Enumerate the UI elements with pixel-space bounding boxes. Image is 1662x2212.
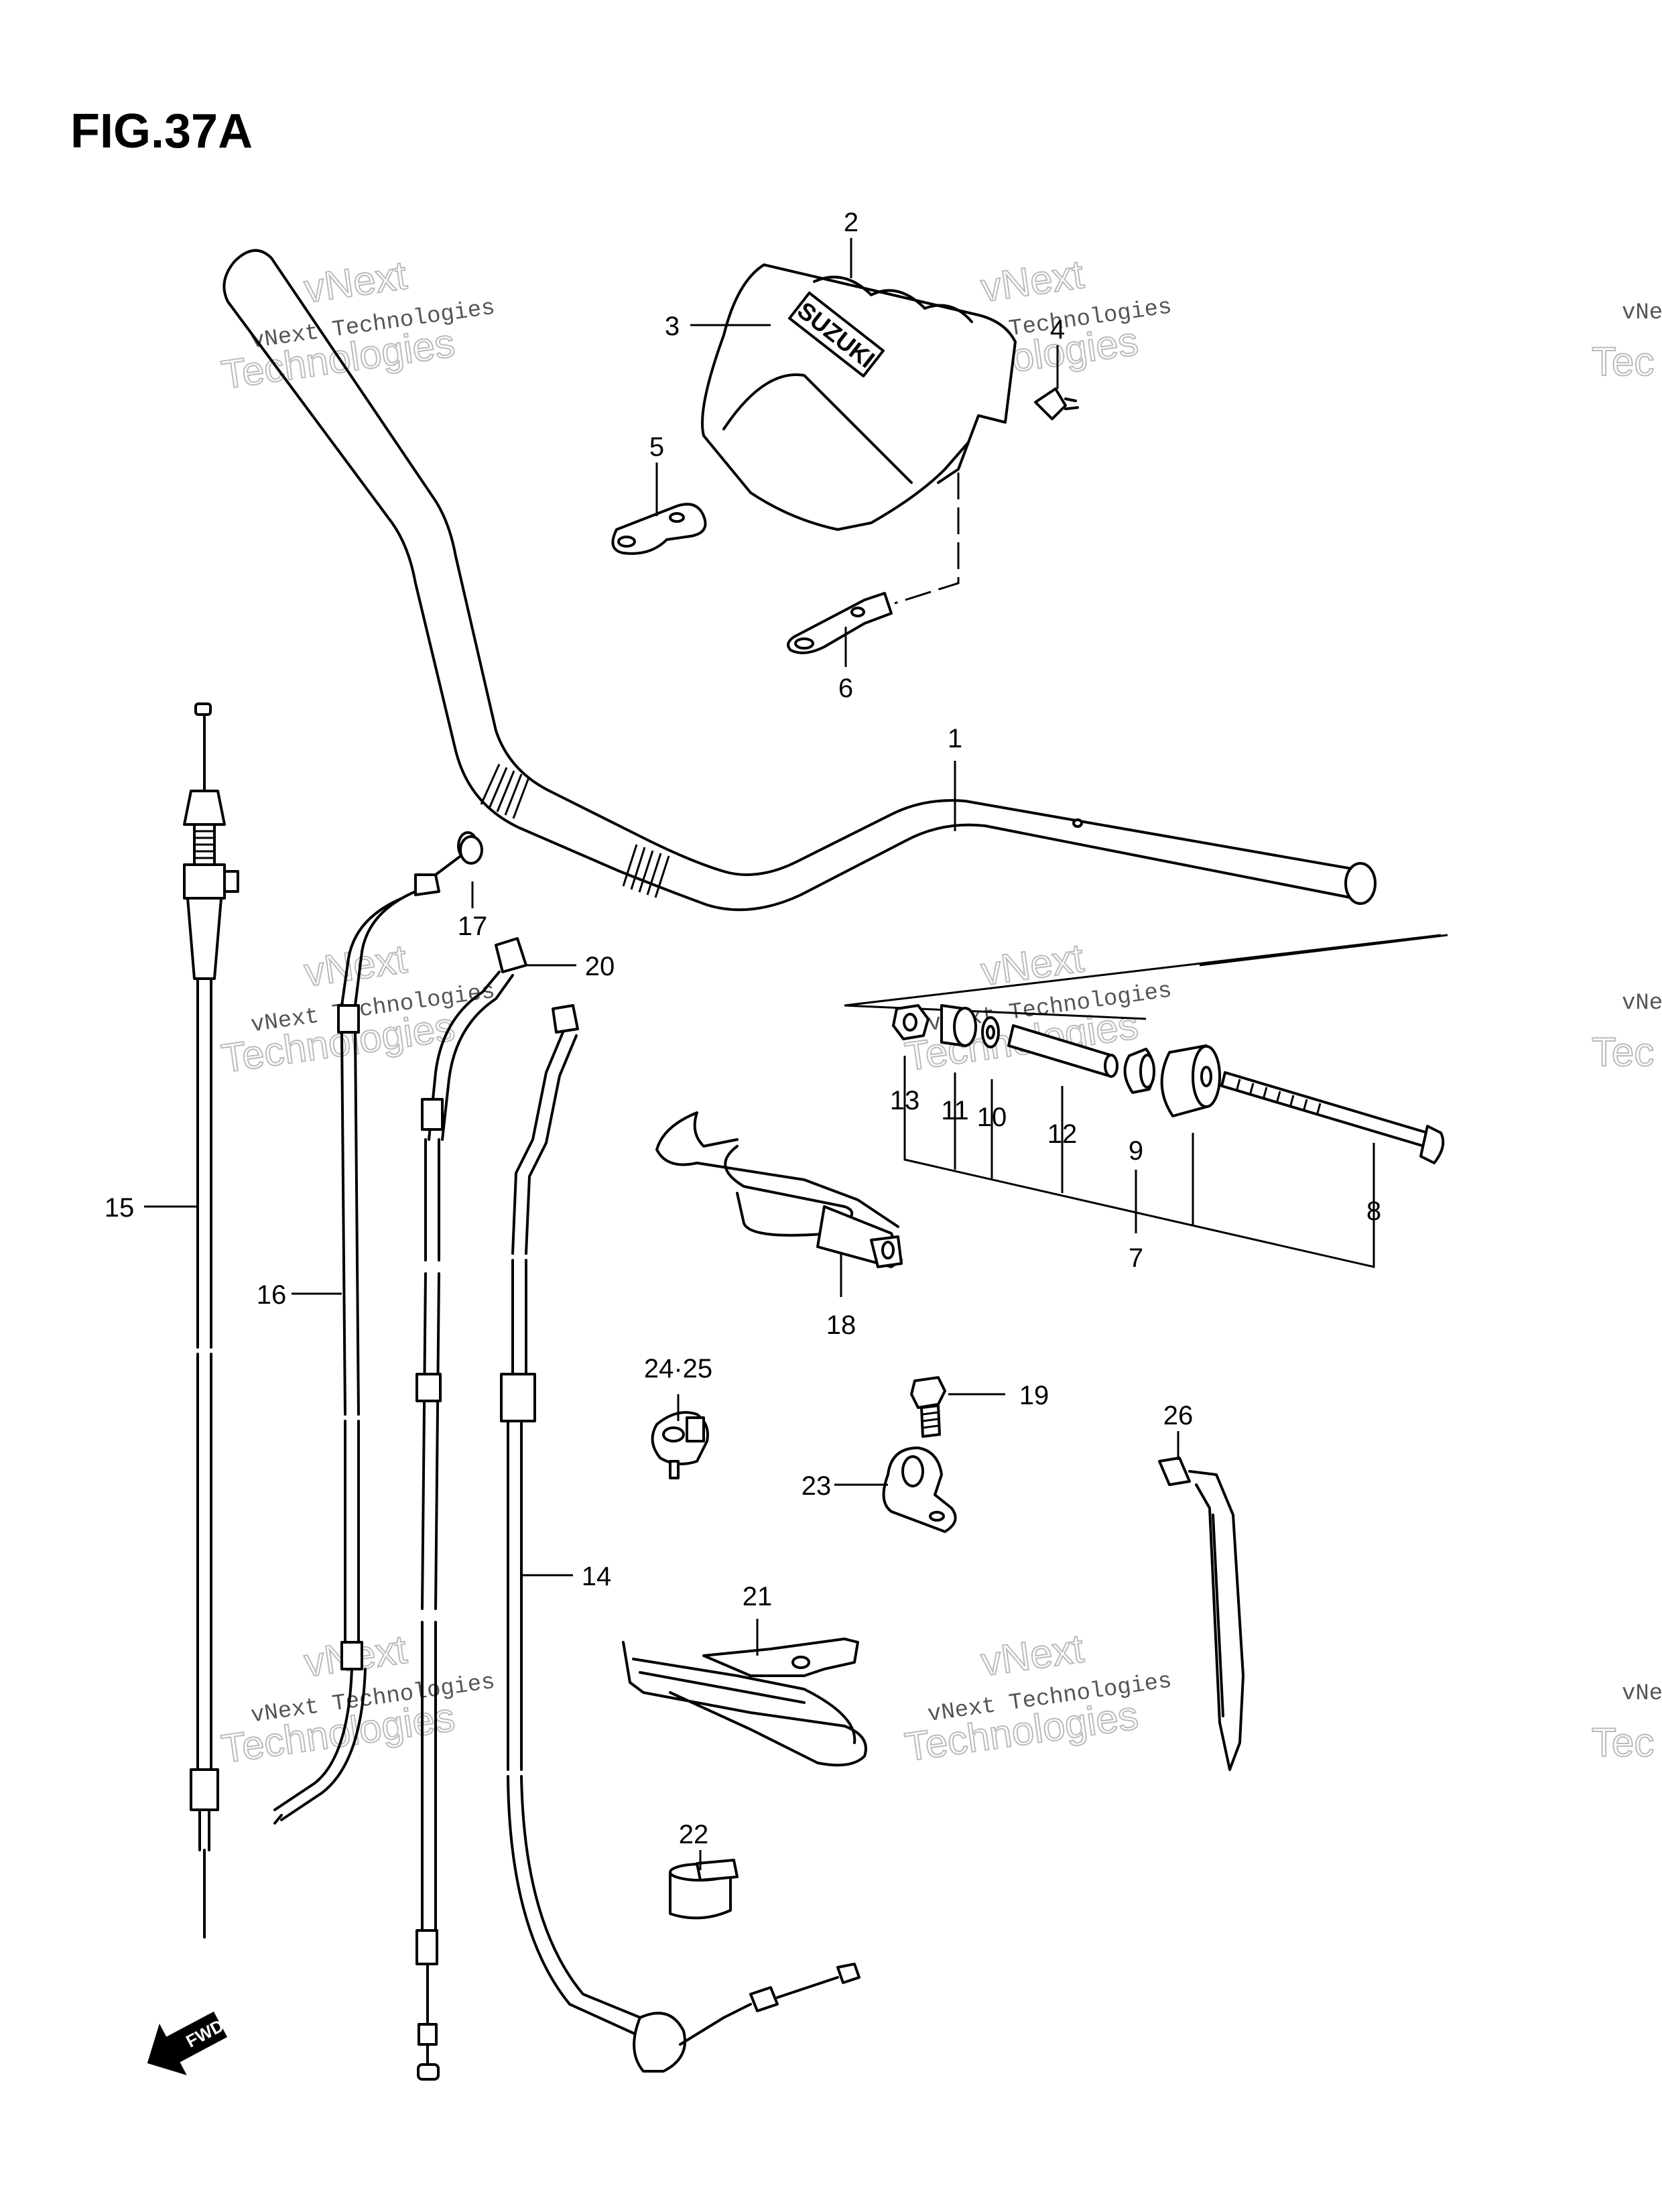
watermark-text: vNext xyxy=(302,253,410,312)
callout-15: 15 xyxy=(105,1193,135,1223)
callout-6: 6 xyxy=(838,674,853,703)
callout-7: 7 xyxy=(1129,1243,1143,1273)
bracket-6 xyxy=(787,592,893,654)
callout-labels: 1 2 3 4 5 6 7 8 9 10 11 12 13 14 15 16 1… xyxy=(105,208,1381,1849)
cable-20 xyxy=(416,937,527,2081)
handlebar xyxy=(222,249,1377,912)
suzuki-badge xyxy=(788,291,885,378)
handlebar-hole xyxy=(1072,818,1083,828)
callout-23: 23 xyxy=(802,1471,832,1501)
callout-14: 14 xyxy=(582,1562,612,1591)
callout-9: 9 xyxy=(1129,1136,1143,1166)
callout-20: 20 xyxy=(585,952,615,981)
watermark-text: vNe xyxy=(1622,991,1662,1016)
assembly-line-balancer xyxy=(844,934,1448,1020)
watermark-text: Tec xyxy=(1592,339,1654,384)
figure-title: FIG.37A xyxy=(70,105,253,158)
callout-16: 16 xyxy=(257,1280,287,1310)
callout-24-25: 24·25 xyxy=(644,1354,712,1384)
watermark-text: vNe xyxy=(1622,300,1662,326)
callout-17: 17 xyxy=(458,912,488,941)
knurl-left xyxy=(480,763,530,819)
balancer-leader-bracket xyxy=(903,1056,1375,1268)
clamp-21 xyxy=(622,1638,867,1767)
assembly-line-cover xyxy=(894,473,960,605)
handlebar-cover: SUZUKI xyxy=(701,263,1017,531)
knurl-right xyxy=(622,844,670,898)
watermark-text: vNext xyxy=(978,1625,1087,1684)
callout-12: 12 xyxy=(1047,1119,1078,1149)
callout-11: 11 xyxy=(941,1096,969,1125)
bracket-5 xyxy=(611,503,707,555)
callout-19: 19 xyxy=(1019,1381,1049,1410)
cable-15 xyxy=(183,702,239,1939)
clip-4 xyxy=(1034,387,1079,420)
watermark-text: vNext xyxy=(978,251,1087,310)
cap-17 xyxy=(459,835,483,865)
watermark-text: Tec xyxy=(1592,1720,1654,1765)
bolt-19 xyxy=(910,1376,946,1438)
watermark-text: Tec xyxy=(1592,1030,1654,1074)
watermark-text: vNext xyxy=(978,935,1087,994)
callout-10: 10 xyxy=(977,1103,1007,1132)
callout-18: 18 xyxy=(826,1310,856,1340)
leader-lines xyxy=(144,238,1179,1870)
callout-22: 22 xyxy=(679,1820,709,1849)
clamp-22 xyxy=(669,1859,739,1920)
callout-2: 2 xyxy=(844,208,858,237)
callout-21: 21 xyxy=(743,1582,773,1611)
callout-13: 13 xyxy=(890,1086,920,1115)
callout-1: 1 xyxy=(948,724,962,753)
cable-14 xyxy=(500,1004,860,2073)
callout-26: 26 xyxy=(1163,1401,1194,1430)
callout-3: 3 xyxy=(665,312,680,341)
guide-18 xyxy=(655,1111,903,1268)
balancer-parts xyxy=(892,1004,1445,1164)
callout-4: 4 xyxy=(1050,315,1065,345)
bracket-23 xyxy=(882,1447,957,1533)
watermark-text: vNe xyxy=(1622,1681,1662,1707)
fwd-arrow: FWD xyxy=(147,2011,228,2076)
clamp-24-25 xyxy=(651,1411,709,1479)
strap-26 xyxy=(1158,1457,1244,1771)
callout-5: 5 xyxy=(649,432,664,462)
watermark-text: vNext xyxy=(302,936,410,995)
handlebar-end xyxy=(1344,862,1377,905)
callout-8: 8 xyxy=(1366,1196,1381,1226)
